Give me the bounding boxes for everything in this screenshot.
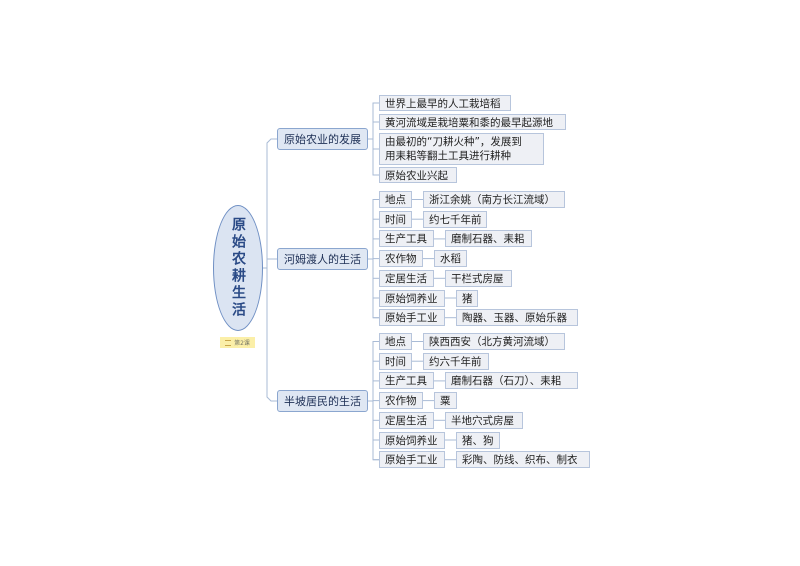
row-value[interactable]: 约六千年前: [423, 352, 489, 370]
note-icon: [225, 339, 232, 346]
row-value[interactable]: 半地穴式房屋: [445, 411, 523, 429]
row-key[interactable]: 原始手工业: [379, 451, 445, 469]
leaf-node[interactable]: 世界上最早的人工栽培稻: [379, 95, 511, 111]
leaf-node[interactable]: 原始农业兴起: [379, 167, 457, 183]
branch-node[interactable]: 原始农业的发展: [277, 128, 368, 150]
row-key[interactable]: 生产工具: [379, 230, 434, 248]
row-value[interactable]: 陕西西安（北方黄河流域）: [423, 333, 565, 350]
root-title: 原始农耕生活: [230, 217, 246, 319]
row-value[interactable]: 干栏式房屋: [445, 269, 512, 287]
root-topic[interactable]: 原始农耕生活: [213, 205, 263, 331]
row-value[interactable]: 陶器、玉器、原始乐器: [456, 309, 578, 327]
row-key[interactable]: 地点: [379, 191, 412, 208]
row-key[interactable]: 地点: [379, 333, 412, 350]
leaf-node[interactable]: 由最初的“刀耕火种”，发展到 用耒耜等翻土工具进行耕种: [379, 133, 544, 165]
lesson-badge: 第2课: [220, 337, 255, 348]
row-key[interactable]: 原始饲养业: [379, 289, 445, 307]
row-value[interactable]: 浙江余姚（南方长江流域）: [423, 191, 565, 208]
row-value[interactable]: 粟: [434, 392, 457, 410]
branch-node[interactable]: 半坡居民的生活: [277, 390, 368, 412]
row-key[interactable]: 生产工具: [379, 372, 434, 390]
row-key[interactable]: 农作物: [379, 250, 423, 268]
row-value[interactable]: 磨制石器（石刀）、耒耜: [445, 372, 578, 390]
row-value[interactable]: 彩陶、防线、织布、制衣: [456, 451, 590, 469]
row-key[interactable]: 时间: [379, 210, 412, 228]
row-key[interactable]: 定居生活: [379, 411, 434, 429]
row-value[interactable]: 猪: [456, 289, 478, 307]
badge-label: 第2课: [234, 340, 250, 347]
row-value[interactable]: 磨制石器、耒耜: [445, 230, 532, 248]
row-key[interactable]: 时间: [379, 352, 412, 370]
row-value[interactable]: 猪、狗: [456, 431, 500, 449]
row-key[interactable]: 原始饲养业: [379, 431, 445, 449]
branch-node[interactable]: 河姆渡人的生活: [277, 248, 368, 270]
connector: [266, 138, 277, 402]
row-value[interactable]: 水稻: [434, 250, 467, 268]
row-key[interactable]: 原始手工业: [379, 309, 445, 327]
row-key[interactable]: 农作物: [379, 392, 423, 410]
row-key[interactable]: 定居生活: [379, 269, 434, 287]
leaf-node[interactable]: 黄河流域是栽培粟和黍的最早起源地: [379, 114, 566, 130]
row-value[interactable]: 约七千年前: [423, 210, 487, 228]
